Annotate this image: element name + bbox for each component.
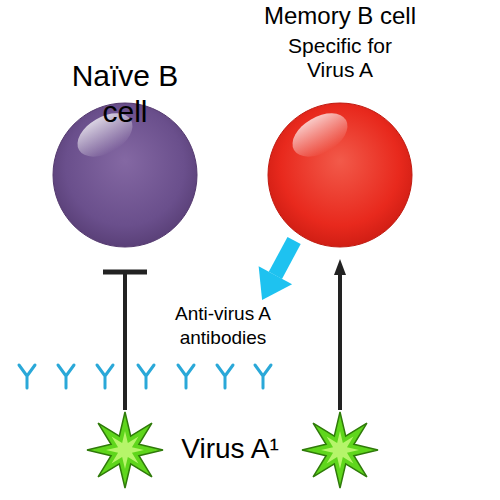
- node-label: Anti-virus A antibodies: [138, 302, 308, 350]
- antibody-symbol: [19, 365, 35, 388]
- node-sublabel: Specific for Virus A: [285, 34, 395, 82]
- antibody-row: [19, 365, 271, 388]
- node-label: Naïve B cell: [45, 58, 205, 130]
- virus-core: [321, 431, 359, 469]
- arrow-connector: [338, 275, 342, 410]
- virus-outline: [87, 412, 163, 488]
- cell-circle: Naïve B cell: [45, 58, 205, 247]
- virus-group: Virus A¹: [85, 410, 385, 490]
- cell-circle: Memory B cellSpecific for Virus A: [255, 2, 425, 247]
- text-box: Anti-virus A antibodies: [138, 302, 308, 352]
- antibody-symbol: [255, 365, 271, 388]
- antibody-symbol: [138, 365, 154, 388]
- antibody-symbol: [58, 365, 74, 388]
- antibody-symbol: [178, 365, 194, 388]
- antibody-symbol: [217, 365, 233, 388]
- virus-symbol: [87, 412, 163, 488]
- node-label: Virus A¹: [155, 432, 305, 466]
- virus-outline: [302, 412, 378, 488]
- inhibition-connector: [123, 272, 127, 410]
- arrow-connector: [275, 241, 294, 276]
- cell-highlight: [285, 104, 355, 165]
- antibody-symbol: [97, 365, 113, 388]
- node-label: Memory B cell: [255, 2, 425, 31]
- virus-symbol: [302, 412, 378, 488]
- cell-body: [268, 103, 412, 247]
- virus-core: [106, 431, 144, 469]
